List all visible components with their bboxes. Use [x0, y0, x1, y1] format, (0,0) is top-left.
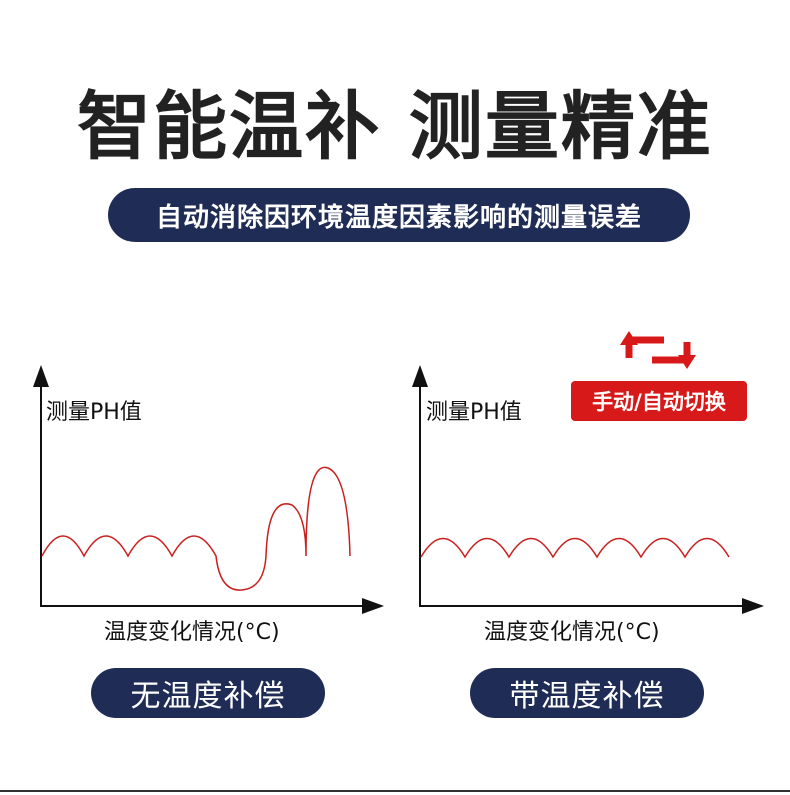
right-y-axis-label: 测量PH值 — [426, 400, 522, 425]
headline: 智能温补 测量精准 — [77, 84, 713, 170]
subheadline-banner: 自动消除因环境温度因素影响的测量误差 — [108, 188, 690, 242]
left-caption-pill: 无温度补偿 — [91, 668, 325, 718]
right-x-arrow-icon — [742, 598, 764, 614]
right-curve — [420, 537, 730, 559]
left-curve — [41, 466, 351, 591]
left-x-arrow-icon — [362, 598, 384, 614]
right-caption-text: 带温度补偿 — [509, 679, 665, 714]
swap-arrows-icon — [620, 331, 696, 369]
bottom-divider — [0, 790, 790, 792]
right-x-axis-label: 温度变化情况(°C) — [484, 620, 660, 645]
right-y-arrow-icon — [412, 365, 428, 387]
subheadline-text: 自动消除因环境温度因素影响的测量误差 — [155, 202, 642, 233]
left-y-arrow-icon — [33, 365, 49, 387]
right-caption-pill: 带温度补偿 — [470, 668, 704, 718]
left-y-axis-label: 测量PH值 — [46, 400, 142, 425]
manual-auto-switch-badge: 手动/自动切换 — [571, 381, 747, 421]
left-caption-text: 无温度补偿 — [130, 679, 286, 714]
left-x-axis-label: 温度变化情况(°C) — [104, 620, 280, 645]
switch-label: 手动/自动切换 — [592, 390, 726, 414]
